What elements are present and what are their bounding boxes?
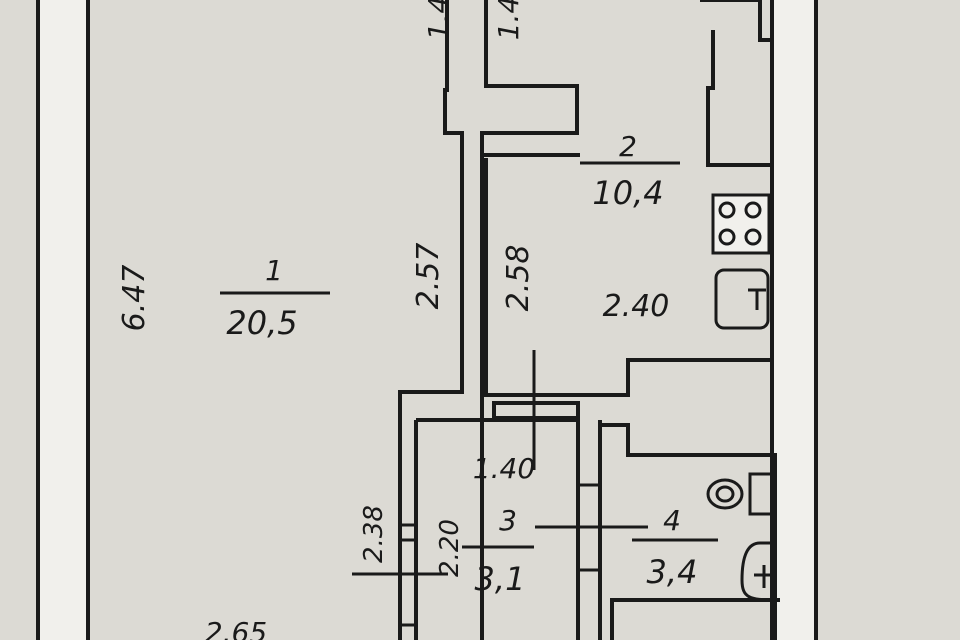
wall-top-right	[700, 0, 772, 42]
bathtub-icon	[740, 541, 776, 602]
room-3-label: 3 3,1	[462, 504, 534, 598]
room-1-area: 20,5	[226, 304, 297, 342]
sink-icon	[714, 268, 770, 330]
room-labels: 1 20,5 2 10,4 3 3,1 4 3,4	[220, 130, 718, 598]
wall-room1-hall	[398, 0, 464, 640]
toilet-icon	[706, 472, 774, 516]
left-outer-wall	[36, 0, 90, 640]
room-2-number: 2	[619, 130, 637, 163]
dim-room1-height: 6.47	[117, 265, 152, 332]
wall-kitchen-right	[706, 30, 772, 167]
room-1-number: 1	[265, 254, 283, 287]
wall-room4	[598, 420, 777, 640]
wall-hall-right	[480, 0, 579, 640]
stove-icon	[711, 193, 771, 255]
room-2-area: 10,4	[592, 174, 663, 212]
dim-bottom-width: 2.65	[205, 616, 267, 640]
dim-hall-length: 2.57	[411, 243, 446, 310]
wall-kitchen-inner	[484, 158, 772, 397]
room-4-number: 4	[663, 504, 681, 537]
dim-room3-width: 1.40	[473, 452, 535, 485]
dim-room2-height: 2.58	[501, 245, 536, 312]
room-3-area: 3,1	[475, 560, 526, 598]
dim-corridor-height: 2.38	[359, 505, 389, 563]
dimension-lines	[352, 350, 648, 576]
wall-doorway	[492, 401, 580, 420]
wall-bath-bottom	[610, 598, 780, 640]
room-2-label: 2 10,4	[580, 130, 680, 212]
dimension-labels: 1.4 1.4 6.47 2.57 2.58 2.40 1.40 2.20 2.…	[117, 0, 669, 640]
interior-walls	[398, 0, 780, 640]
dim-room3-height: 2.20	[435, 519, 465, 577]
wall-openings	[400, 483, 598, 627]
room-4-area: 3,4	[647, 553, 698, 591]
room-3-number: 3	[499, 504, 517, 537]
room-1-label: 1 20,5	[220, 254, 330, 342]
dim-top-left: 1.4	[422, 0, 455, 40]
wall-room3	[416, 418, 580, 640]
dim-room2-width: 2.40	[603, 289, 670, 324]
right-outer-wall	[770, 0, 818, 640]
dim-top-right: 1.4	[492, 0, 525, 40]
room-4-label: 4 3,4	[632, 504, 718, 591]
outer-walls	[36, 0, 818, 640]
